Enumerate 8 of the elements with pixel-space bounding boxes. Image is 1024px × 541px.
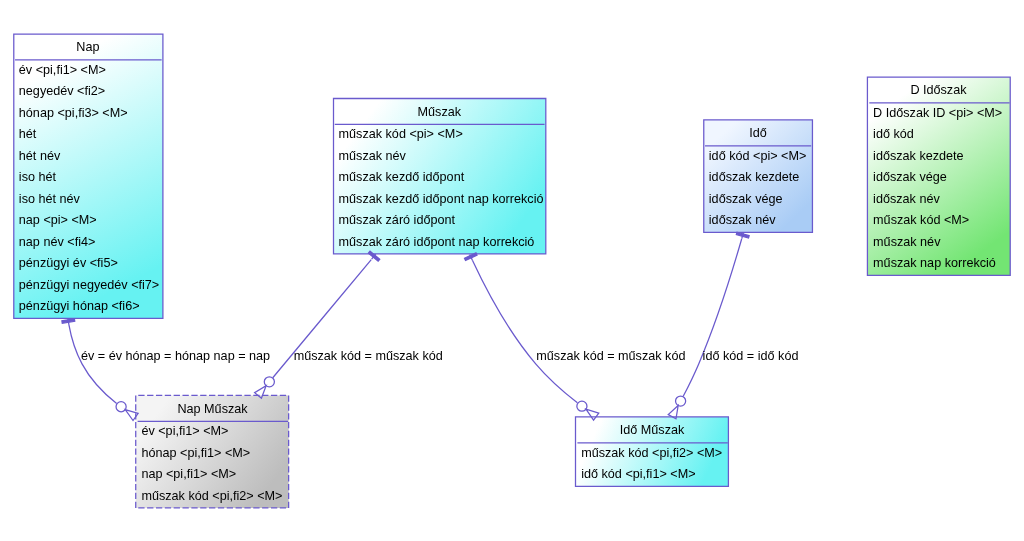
connector xyxy=(463,251,600,421)
edge-label: év = év hónap = hónap nap = nap xyxy=(80,348,271,363)
edge-label: műszak kód = műszak kód xyxy=(536,348,686,363)
connector xyxy=(253,249,381,399)
connector xyxy=(667,230,750,420)
edge-label: műszak kód = műszak kód xyxy=(293,348,443,363)
edge-label: idő kód = idő kód xyxy=(702,348,799,363)
connector xyxy=(61,317,140,422)
